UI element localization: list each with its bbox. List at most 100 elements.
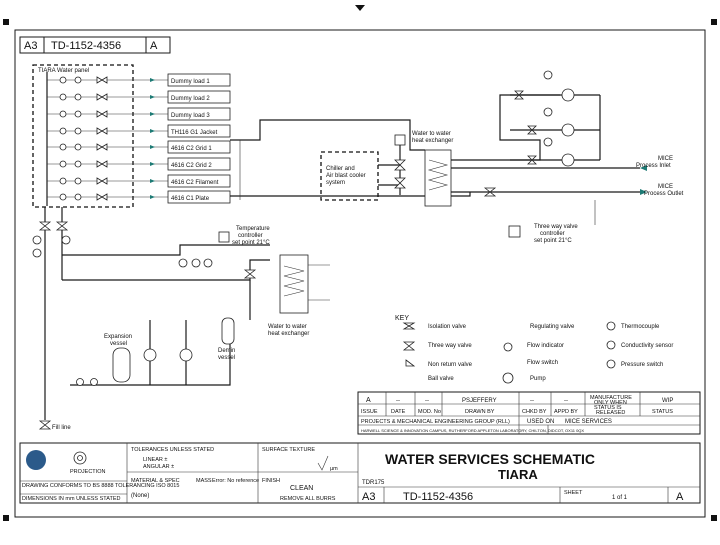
expansion-vessel-icon <box>112 347 131 383</box>
key-item: Flow indicator <box>527 343 564 349</box>
corner-mark <box>3 19 9 25</box>
heat-exchanger-top <box>424 149 452 207</box>
svg-text:REMOVE ALL BURRS: REMOVE ALL BURRS <box>280 496 336 502</box>
key-item: Thermocouple <box>621 324 660 330</box>
panel-rows <box>47 76 168 201</box>
pump-icon <box>143 348 157 362</box>
svg-text:A: A <box>366 397 371 404</box>
key-item: Three way valve <box>428 343 472 349</box>
header-revision: A <box>150 40 158 52</box>
svg-text:DRAWN BY: DRAWN BY <box>465 409 495 415</box>
svg-text:ISSUE: ISSUE <box>361 409 378 415</box>
drawing-border <box>14 29 706 518</box>
svg-text:1 of 1: 1 of 1 <box>612 495 628 501</box>
key-item: Non return valve <box>428 362 473 368</box>
svg-text:DIMENSIONS IN mm UNLESS STATED: DIMENSIONS IN mm UNLESS STATED <box>22 496 121 502</box>
svg-text:SURFACE TEXTURE: SURFACE TEXTURE <box>262 447 315 453</box>
load-labels: Dummy load 1 Dummy load 2 Dummy load 3 T… <box>167 73 231 204</box>
svg-text:ANGULAR ±: ANGULAR ± <box>143 464 174 470</box>
valve-icon <box>394 159 406 171</box>
svg-text:STATUS: STATUS <box>652 409 673 415</box>
three-way-valve-icon <box>243 269 257 279</box>
key-item: Regulating valve <box>530 324 575 330</box>
svg-text:MATERIAL & SPEC: MATERIAL & SPEC <box>131 478 180 484</box>
svg-text:--: -- <box>564 398 568 404</box>
title-sub: TIARA <box>498 467 538 482</box>
svg-text:CHKD BY: CHKD BY <box>522 409 547 415</box>
panel-title: TIARA Water panel <box>38 68 89 74</box>
svg-text:A3: A3 <box>362 491 375 503</box>
pump-station <box>510 70 601 167</box>
svg-text:MASS: MASS <box>196 478 212 484</box>
demin-vessel-icon <box>221 317 235 345</box>
chiller-box <box>320 151 379 201</box>
svg-text:MOD. No: MOD. No <box>418 409 441 415</box>
svg-text:TOLERANCES UNLESS STATED: TOLERANCES UNLESS STATED <box>131 447 214 453</box>
load-label: Dummy load 1 <box>171 79 210 85</box>
valve-icon <box>394 177 406 189</box>
valve-icon <box>38 221 52 231</box>
svg-text:TDR175: TDR175 <box>362 480 385 486</box>
svg-text:USED ON: USED ON <box>527 419 554 425</box>
centre-mark <box>355 5 365 11</box>
group-label: PROJECTS & MECHANICAL ENGINEERING GROUP … <box>361 419 510 425</box>
svg-text:FINISH: FINISH <box>262 478 280 484</box>
arrow-icon <box>640 165 647 171</box>
load-label: Dummy load 2 <box>171 96 210 102</box>
svg-text:PROJECTION: PROJECTION <box>70 469 105 475</box>
key-item: Pressure switch <box>621 362 663 368</box>
controller-icon <box>508 225 521 238</box>
corner-mark <box>3 515 9 521</box>
svg-text:APPD BY: APPD BY <box>554 409 578 415</box>
key-item: Flow switch <box>527 360 558 366</box>
svg-text:DATE: DATE <box>391 409 406 415</box>
load-label: TH116 G1 Jacket <box>171 130 218 136</box>
controller-icon <box>218 231 230 243</box>
svg-text:--: -- <box>396 398 400 404</box>
svg-text:PSJEFFERY: PSJEFFERY <box>462 398 497 404</box>
svg-text:CLEAN: CLEAN <box>290 485 313 492</box>
address-label: HARWELL SCIENCE & INNOVATION CAMPUS, RUT… <box>361 428 584 433</box>
svg-text:--: -- <box>425 398 429 404</box>
arrow-icon <box>640 189 647 195</box>
valve-icon <box>483 187 497 197</box>
key-item: Pump <box>530 376 546 382</box>
header-sheet-size: A3 <box>24 40 37 52</box>
status-value: WIP <box>662 398 673 404</box>
svg-text:MICE SERVICES: MICE SERVICES <box>565 419 612 425</box>
surface-texture-icon <box>317 455 329 471</box>
pump-icon <box>179 348 193 362</box>
load-label: 4616 C2 Grid 1 <box>171 146 212 152</box>
water-panel-box <box>32 64 134 208</box>
title-block: PROJECTION DRAWING CONFORMS TO BS 8888 T… <box>19 442 701 504</box>
key-item: Conductivity sensor <box>621 343 673 349</box>
key-legend: KEY Isolation valve Three way valve Non … <box>395 315 673 384</box>
svg-text:TD-1152-4356: TD-1152-4356 <box>403 491 473 503</box>
svg-text:LINEAR ±: LINEAR ± <box>143 457 167 463</box>
load-label: Dummy load 3 <box>171 113 210 119</box>
corner-mark <box>711 515 717 521</box>
svg-text:Error: No reference: Error: No reference <box>212 478 259 484</box>
title-main: WATER SERVICES SCHEMATIC <box>385 451 595 467</box>
key-title: KEY <box>395 315 409 322</box>
valve-icon <box>38 420 52 430</box>
fill-line-label: Fill line <box>52 425 71 431</box>
svg-text:DRAWING CONFORMS TO BS 8888 TO: DRAWING CONFORMS TO BS 8888 TOLERANCING … <box>22 483 179 489</box>
svg-text:(None): (None) <box>131 493 149 499</box>
load-label: 4616 C2 Filament <box>171 180 219 186</box>
thermocouple-icon <box>394 134 406 146</box>
key-item: Ball valve <box>428 376 454 382</box>
